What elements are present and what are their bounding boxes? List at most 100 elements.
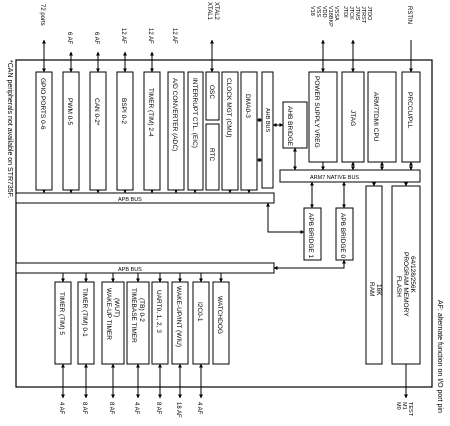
apb-bus-top: APB BUS	[15, 192, 275, 204]
svg-text:64/128/256K: 64/128/256K	[409, 256, 416, 294]
apb-bridge-1: APB BRIDGE 1	[303, 207, 322, 261]
svg-text:ARM7TDMI CPU: ARM7TDMI CPU	[372, 92, 379, 142]
svg-text:AHB BUS: AHB BUS	[264, 108, 270, 132]
svg-text:XTAL1: XTAL1	[206, 2, 212, 21]
svg-text:INTERRUPT CTL. (EIC): INTERRUPT CTL. (EIC)	[191, 78, 198, 148]
svg-text:12 AF: 12 AF	[171, 28, 177, 44]
svg-text:6 AF: 6 AF	[66, 32, 72, 45]
svg-text:8 AF: 8 AF	[155, 402, 161, 415]
timer-2-4-block: TIMER (TIM) 2-4	[143, 71, 161, 191]
svg-text:TIMEBASE TIMER: TIMEBASE TIMER	[130, 288, 137, 343]
osc-block: OSC	[205, 71, 220, 121]
note-can: *CAN peripherals not available on STR735…	[6, 60, 13, 198]
prccu-block: PRCCU/PLL	[401, 71, 421, 163]
svg-text:WATCHDOG: WATCHDOG	[216, 296, 223, 334]
svg-text:12 AF: 12 AF	[120, 28, 126, 44]
arm-cpu-block: ARM7TDMI CPU	[367, 71, 397, 163]
power-supply-block: POWER SUPPLY VREG	[308, 71, 338, 163]
svg-text:RAM: RAM	[368, 282, 375, 296]
ahb-bus: AHB BUS	[261, 71, 274, 189]
svg-text:POWER SUPPLY VREG: POWER SUPPLY VREG	[313, 76, 320, 148]
apb-bridge-0: APB BRIDGE 0	[335, 207, 354, 261]
svg-text:WAKE-UP TIMER: WAKE-UP TIMER	[105, 288, 112, 340]
uart-block: UART0, 1, 2, 3	[151, 281, 169, 365]
svg-text:12 AF: 12 AF	[147, 28, 153, 44]
rtc-block: RTC	[205, 123, 220, 191]
gpio-block: GPIO PORTS 0-6	[35, 71, 53, 191]
svg-text:VSSA: VSSA	[333, 6, 339, 21]
svg-text:JTCK: JTCK	[348, 6, 354, 20]
svg-text:JTAG: JTAG	[349, 110, 356, 126]
svg-text:6 AF: 6 AF	[93, 32, 99, 45]
arm7-native-bus: ARM7 NATIVE BUS	[279, 169, 421, 183]
svg-text:UART0, 1, 2, 3: UART0, 1, 2, 3	[155, 290, 162, 333]
svg-text:72 ports: 72 ports	[39, 4, 45, 26]
cmu-block: CLOCK MGT (CMU)	[221, 71, 239, 191]
ahb-bridge: AHB BRIDGE	[282, 101, 308, 149]
svg-text:JTDO: JTDO	[366, 6, 372, 21]
dma-block: DMA0-3	[240, 71, 258, 191]
svg-text:OSC: OSC	[208, 85, 215, 99]
timer-0-1-block: TIMER (TIM) 0-1	[77, 281, 95, 365]
apb-bus-bottom: APB BUS	[15, 262, 275, 274]
can-block: CAN 0-2*	[89, 71, 107, 191]
note-af: AF: alternate function on I/O port pin	[436, 300, 443, 413]
svg-text:8 AF: 8 AF	[81, 402, 87, 415]
wakeup-timer-block: WAKE-UP TIMER (WUT)	[101, 281, 125, 365]
svg-text:APB BUS: APB BUS	[118, 197, 142, 203]
svg-text:APB BRIDGE 1: APB BRIDGE 1	[307, 213, 314, 259]
svg-text:FLASH: FLASH	[395, 276, 402, 297]
svg-text:18 AF: 18 AF	[175, 402, 181, 418]
svg-text:8 AF: 8 AF	[108, 402, 114, 415]
timer-5-block: TIMER (TIM) 5	[54, 281, 72, 365]
svg-text:TEST: TEST	[407, 402, 413, 417]
svg-text:XTAL2: XTAL2	[213, 2, 219, 21]
svg-text:DMA0-3: DMA0-3	[244, 94, 251, 118]
svg-text:AHB BRIDGE: AHB BRIDGE	[286, 106, 293, 147]
svg-text:JTMS: JTMS	[354, 6, 360, 21]
svg-text:VSS: VSS	[315, 6, 321, 17]
svg-text:16K: 16K	[375, 284, 382, 296]
adc-block: A/D CONVERTER (ADC)	[167, 71, 185, 191]
svg-text:V18: V18	[309, 6, 315, 16]
i2c-block: I2C0-1	[192, 281, 210, 365]
svg-text:TIMER (TIM) 5: TIMER (TIM) 5	[58, 292, 65, 335]
svg-text:I2C0-1: I2C0-1	[196, 302, 203, 322]
svg-text:M0: M0	[395, 402, 401, 410]
svg-text:PROGRAM MEMORY: PROGRAM MEMORY	[402, 252, 409, 317]
svg-text:CLOCK MGT (CMU): CLOCK MGT (CMU)	[225, 78, 232, 137]
svg-text:RSTIN: RSTIN	[406, 6, 412, 24]
watchdog-block: WATCHDOG	[212, 281, 230, 365]
bus-connections	[42, 39, 413, 399]
svg-text:4 AF: 4 AF	[196, 402, 202, 415]
svg-text:BSPI 0-2: BSPI 0-2	[120, 98, 127, 124]
svg-text:PWM 0-5: PWM 0-5	[66, 98, 73, 125]
svg-text:GPIO PORTS 0-6: GPIO PORTS 0-6	[39, 78, 46, 130]
svg-text:V18BKP: V18BKP	[327, 6, 333, 27]
timebase-timer-block: TIMEBASE TIMER (TB) 0-2	[126, 281, 150, 365]
svg-text:ARM7 NATIVE BUS: ARM7 NATIVE BUS	[310, 175, 359, 181]
svg-text:APB BRIDGE 0: APB BRIDGE 0	[339, 213, 346, 259]
flash-block: FLASH PROGRAM MEMORY 64/128/256K	[391, 185, 421, 365]
svg-text:VDD: VDD	[321, 6, 327, 18]
svg-text:CAN 0-2*: CAN 0-2*	[93, 98, 100, 126]
svg-text:4 AF: 4 AF	[133, 402, 139, 415]
svg-text:WAKE-UP/INT (WIU): WAKE-UP/INT (WIU)	[175, 286, 182, 347]
svg-text:JTDI: JTDI	[342, 6, 348, 18]
svg-text:4 AF: 4 AF	[58, 402, 64, 415]
svg-text:RTC: RTC	[208, 148, 215, 162]
eic-block: INTERRUPT CTL. (EIC)	[187, 71, 204, 191]
ram-block: RAM 16K	[365, 185, 383, 365]
wiu-block: WAKE-UP/INT (WIU)	[171, 281, 189, 365]
chip-outline	[15, 59, 433, 388]
pin-labels: 72 ports 6 AF 6 AF 12 AF 12 AF 12 AF XTA…	[39, 2, 413, 418]
svg-text:(WUT): (WUT)	[113, 298, 120, 317]
svg-text:TIMER (TIM) 0-1: TIMER (TIM) 0-1	[81, 288, 88, 337]
bspi-block: BSPI 0-2	[116, 71, 134, 191]
svg-text:PRCCU/PLL: PRCCU/PLL	[406, 92, 413, 129]
pwm-block: PWM 0-5	[62, 71, 80, 191]
svg-text:JTRST: JTRST	[360, 6, 366, 24]
jtag-block: JTAG	[341, 71, 365, 163]
svg-text:APB BUS: APB BUS	[118, 267, 142, 273]
